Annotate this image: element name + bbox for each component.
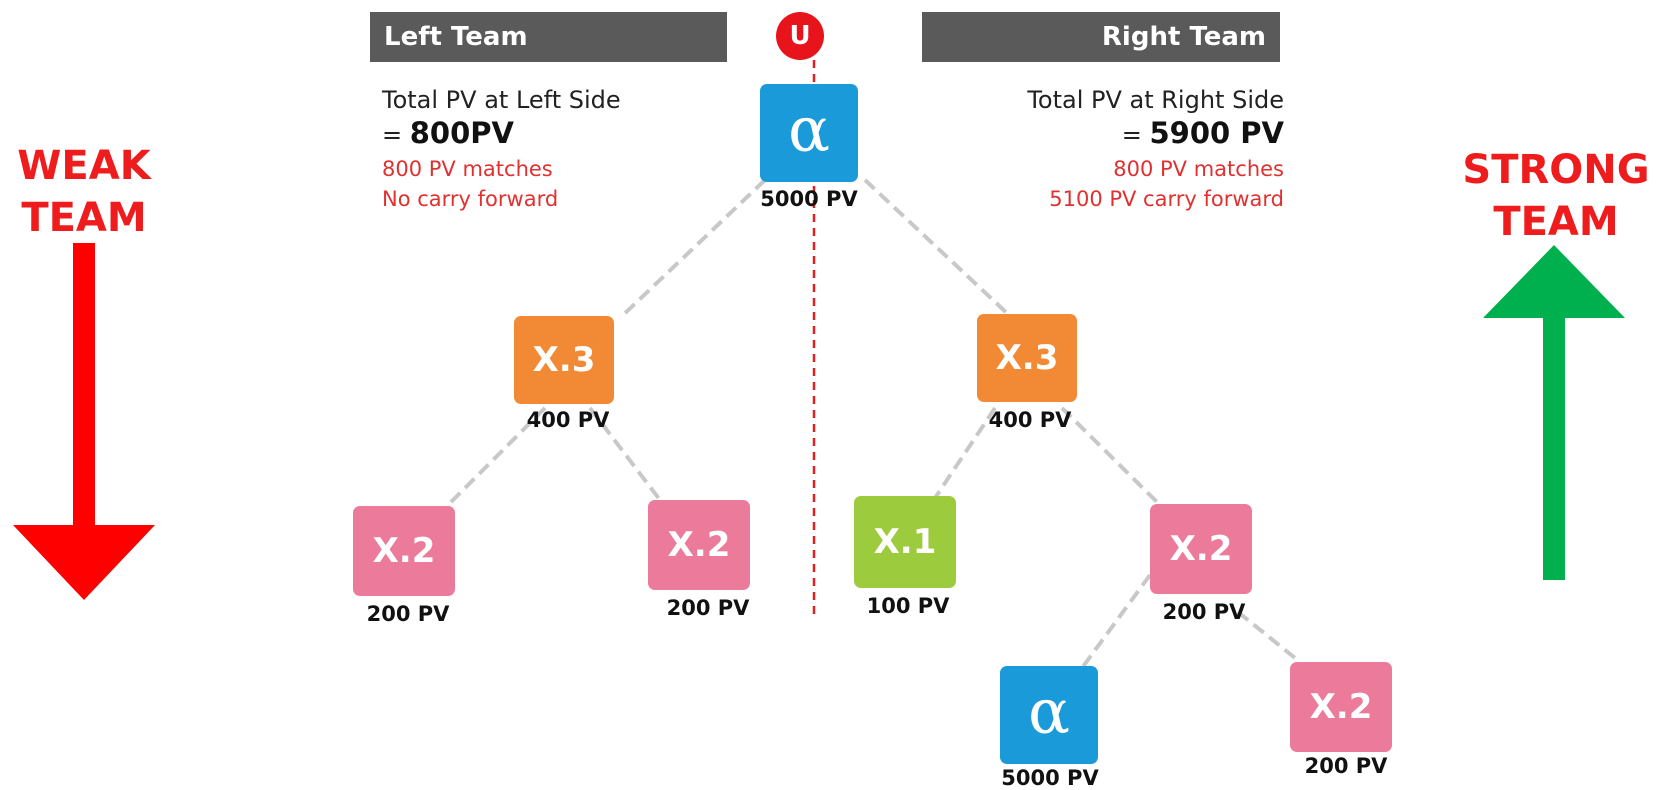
connector-rightx3-a <box>933 406 997 500</box>
strong-team-label: STRONG TEAM <box>1462 147 1650 245</box>
left-summary-title: Total PV at Left Side <box>382 86 621 114</box>
left-x2-node-a: X.2 <box>353 506 455 596</box>
left-x2-node-b: X.2 <box>648 500 750 590</box>
right-x1-node: X.1 <box>854 496 956 588</box>
connector-root-left <box>618 178 767 320</box>
weak-team-label: WEAK TEAM <box>17 143 151 241</box>
left-summary-note-1: 800 PV matches <box>382 157 553 181</box>
right-summary-note-2: 5100 PV carry forward <box>1049 187 1284 211</box>
connector-rightx3-b <box>1060 406 1162 507</box>
right-summary-note-1: 800 PV matches <box>1113 157 1284 181</box>
right-alpha-node: α <box>1000 666 1098 764</box>
right-team-title: Right Team <box>1101 22 1266 52</box>
left-summary: Total PV at Left Side = 800PV 800 PV mat… <box>382 86 702 214</box>
right-x2-node-b: X.2 <box>1290 662 1392 752</box>
down-arrow-icon <box>13 243 155 600</box>
left-summary-total: = 800PV <box>382 116 514 150</box>
root-alpha-node: α <box>760 84 858 182</box>
left-x3-pv-label: 400 PV <box>526 408 610 432</box>
left-x2-a-pv-label: 200 PV <box>366 602 450 626</box>
connector-root-right <box>863 178 1012 318</box>
right-x2-node: X.2 <box>1150 504 1252 594</box>
left-x3-node: X.3 <box>514 316 614 404</box>
right-summary-title: Total PV at Right Side <box>1027 86 1284 114</box>
up-arrow-icon <box>1483 245 1625 580</box>
left-summary-note-2: No carry forward <box>382 187 559 211</box>
right-x3-node: X.3 <box>977 314 1077 402</box>
left-team-title: Left Team <box>384 22 528 52</box>
right-x2-b-pv-label: 200 PV <box>1304 754 1388 778</box>
root-user-badge: U <box>776 12 824 60</box>
right-x1-pv-label: 100 PV <box>866 594 950 618</box>
connector-leftx3-a <box>446 406 547 507</box>
right-alpha-pv-label: 5000 PV <box>1001 766 1099 790</box>
right-x2-pv-label: 200 PV <box>1162 600 1246 624</box>
right-summary-total: = 5900 PV <box>1121 116 1284 150</box>
right-team-header: Right Team <box>922 12 1280 62</box>
left-x2-b-pv-label: 200 PV <box>666 596 750 620</box>
right-summary: Total PV at Right Side = 5900 PV 800 PV … <box>942 86 1284 214</box>
right-x3-pv-label: 400 PV <box>988 408 1072 432</box>
left-team-header: Left Team <box>370 12 727 62</box>
root-pv-label: 5000 PV <box>760 187 858 211</box>
connector-rightx2-b <box>1236 610 1302 664</box>
